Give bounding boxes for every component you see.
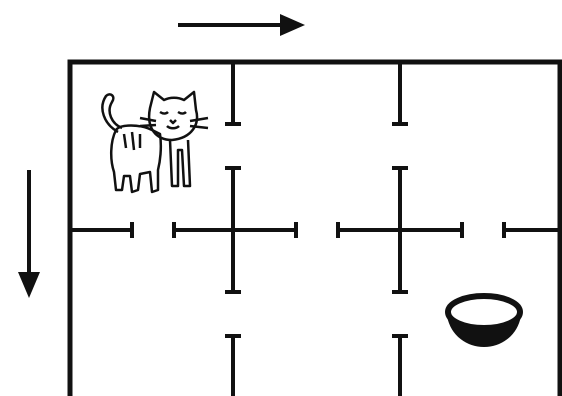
right-arrow-icon [178, 14, 305, 36]
maze-wall-column-2 [392, 62, 408, 396]
down-arrow-icon [18, 170, 40, 298]
maze-middle-walls [70, 222, 560, 238]
bowl-icon [445, 293, 523, 348]
maze-wall-column-1 [225, 62, 241, 396]
cat-icon [101, 90, 209, 194]
